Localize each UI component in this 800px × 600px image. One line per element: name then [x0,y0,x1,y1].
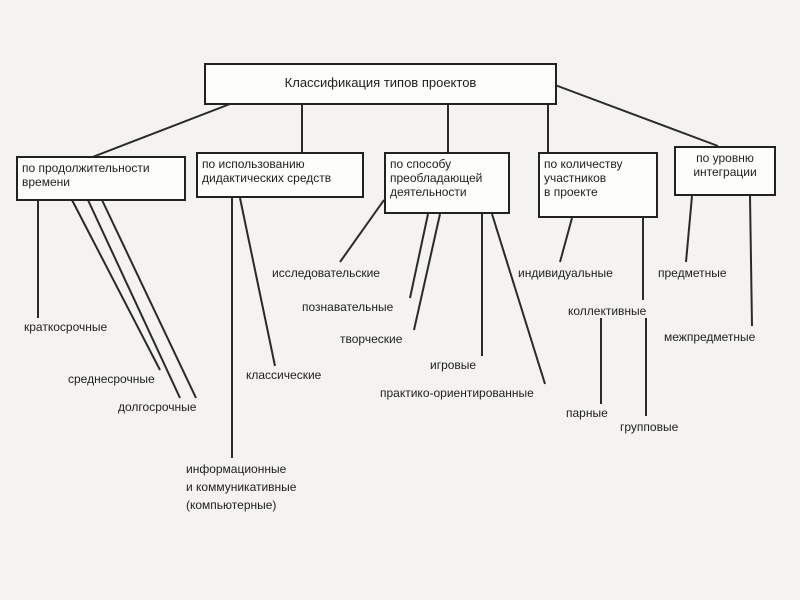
leaf-individual: индивидуальные [518,266,613,280]
connector-practice [491,213,546,385]
leaf-intersubject: межпредметные [664,330,756,344]
connector-medium [71,199,161,371]
leaf-practice: практико-ориентированные [380,386,534,400]
category-didactic-box: по использованию дидактических средств [196,152,364,198]
leaf-info-line-3: (компьютерные) [186,498,277,512]
leaf-group: групповые [620,420,679,434]
connector-intersubject [749,195,753,327]
leaf-collective: коллективные [568,304,647,318]
category-activity-line-3: деятельности [390,185,467,199]
connector-root-integration [554,84,719,147]
connector-cognitive [409,213,429,299]
category-duration-line-2: времени [22,175,70,189]
connector-root-duration [89,103,231,159]
leaf-pair: парные [566,406,608,420]
category-didactic-line-1: по использованию [202,157,305,171]
leaf-subject: предметные [658,266,727,280]
connector-creative [413,213,441,331]
leaf-game: игровые [430,358,477,372]
leaf-short-term: краткосрочные [24,320,108,334]
leaf-research: исследовательские [272,266,380,280]
category-participants-line-1: по количеству [544,157,623,171]
leaf-cognitive: познавательные [302,300,394,314]
root-box: Классификация типов проектов [204,63,557,105]
root-title: Классификация типов проектов [284,75,477,90]
leaf-info-line-1: информационные [186,462,287,476]
leaf-long-term: долгосрочные [118,400,197,414]
connector-long-b [101,199,197,399]
category-integration-box: по уровню интеграции [674,146,776,196]
category-duration-box: по продолжительности времени [16,156,186,201]
category-integration-line-2: интеграции [693,165,757,179]
leaf-medium-term: среднесрочные [68,372,155,386]
connector-research [339,199,385,263]
category-activity-line-2: преобладающей [390,171,483,185]
category-integration-line-1: по уровню [696,151,754,165]
leaf-classic: классические [246,368,322,382]
category-activity-box: по способу преобладающей деятельности [384,152,510,214]
leaf-info-line-2: и коммуникативные [186,480,297,494]
connector-subject [685,195,693,263]
connector-classic [239,197,276,367]
leaf-creative: творческие [340,332,403,346]
connector-long-a [87,199,181,399]
category-participants-line-2: участников [544,171,607,185]
category-didactic-line-2: дидактических средств [202,171,332,185]
connector-individual [559,217,573,263]
category-participants-box: по количеству участников в проекте [538,152,658,218]
category-duration-line-1: по продолжительности [22,161,150,175]
category-participants-line-3: в проекте [544,185,598,199]
category-activity-line-1: по способу [390,157,452,171]
